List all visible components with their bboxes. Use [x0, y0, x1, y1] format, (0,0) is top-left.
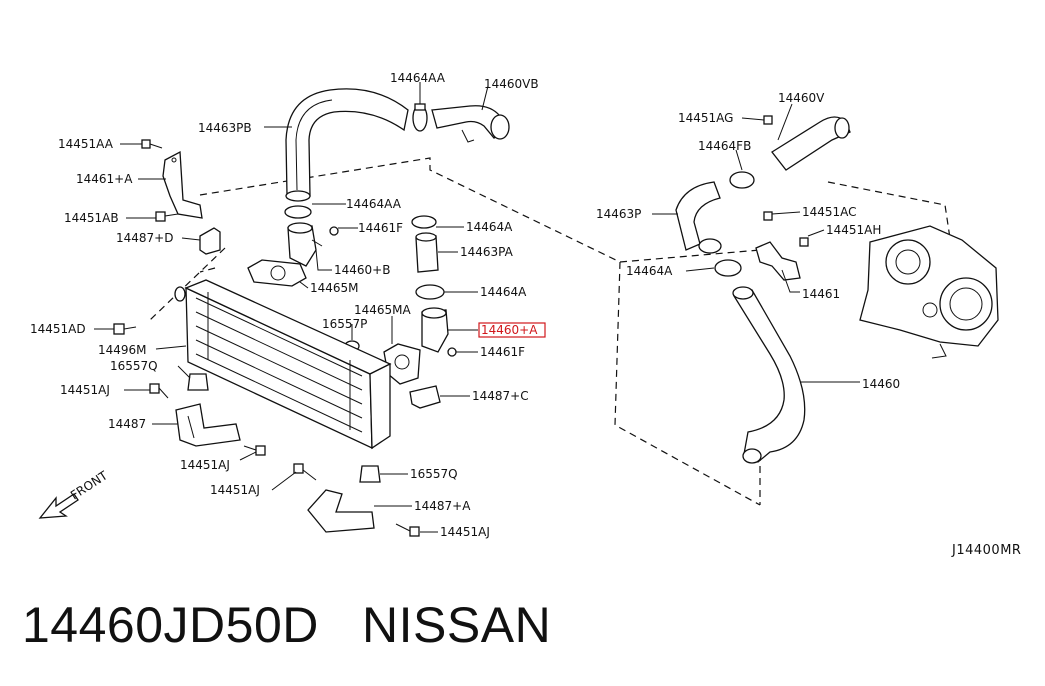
- label-14464A-mid: 14464A: [466, 220, 513, 234]
- bracket-14487: [175, 403, 241, 447]
- label-14487C: 14487+C: [472, 389, 529, 403]
- bolt-14451AH: [799, 237, 809, 247]
- elbow-14460B: [287, 222, 323, 267]
- label-14451AD: 14451AD: [30, 322, 86, 336]
- label-14464FB: 14464FB: [698, 139, 751, 153]
- label-14464AA-mid: 14464AA: [346, 197, 402, 211]
- label-14451AJ-c: 14451AJ: [210, 483, 260, 497]
- label-14451AB: 14451AB: [64, 211, 119, 225]
- label-14463PB: 14463PB: [198, 121, 252, 135]
- label-14463P: 14463P: [596, 207, 641, 221]
- elbow-14460A: [421, 307, 449, 353]
- bolt-14451AD: [113, 323, 137, 335]
- gasket-14465M: [247, 259, 307, 287]
- nut-14461F-top: [329, 226, 339, 236]
- label-14451AA: 14451AA: [58, 137, 114, 151]
- bolt-14451AJ-d: [395, 523, 420, 537]
- pipe-14460: [732, 286, 806, 464]
- turbocharger: [859, 225, 999, 359]
- label-14451AH: 14451AH: [826, 223, 881, 237]
- bolt-14451AA: [141, 139, 163, 149]
- bracket-14461A: [162, 150, 203, 219]
- label-14451AG: 14451AG: [678, 111, 733, 125]
- bolt-14451AJ-b: [243, 445, 266, 456]
- bolt-14451AJ-a: [149, 383, 169, 399]
- label-14465M: 14465M: [310, 281, 359, 295]
- bolt-14451AB: [155, 211, 179, 222]
- label-14461F-top: 14461F: [358, 221, 403, 235]
- label-14465MA: 14465MA: [354, 303, 412, 317]
- label-14460A-highlighted: 14460+A: [481, 323, 538, 337]
- label-16557P: 16557P: [322, 317, 367, 331]
- bracket-14487A: [307, 489, 375, 533]
- clamp-14464A-mid: [411, 215, 437, 229]
- clamp-14464FB: [729, 171, 755, 189]
- label-16557Q-left: 16557Q: [110, 359, 158, 373]
- nut-14461F-low: [447, 347, 457, 357]
- pipe-14460V: [771, 116, 851, 171]
- label-14460V: 14460V: [778, 91, 825, 105]
- label-14464A-right: 14464A: [626, 264, 673, 278]
- label-14496M: 14496M: [98, 343, 147, 357]
- label-14487: 14487: [108, 417, 146, 431]
- label-14451AC: 14451AC: [802, 205, 857, 219]
- bracket-14461: [755, 241, 801, 281]
- front-label: FRONT: [68, 468, 111, 502]
- bracket-14487C: [409, 385, 441, 409]
- clamp-14464A-low: [415, 284, 445, 300]
- parts-diagram: 14464AA 14460VB 14463PB 14451AA 14461+A …: [30, 71, 999, 539]
- label-14487A: 14487+A: [414, 499, 471, 513]
- bolt-14451AC: [763, 211, 773, 221]
- upper-intake-hose-14463PB: [285, 88, 409, 202]
- label-14461: 14461: [802, 287, 840, 301]
- grommet-16557Q-low: [359, 465, 381, 483]
- label-14464A-low: 14464A: [480, 285, 527, 299]
- clamp-14464AA-mid: [284, 205, 312, 219]
- label-14451AJ-a: 14451AJ: [60, 383, 110, 397]
- label-14460: 14460: [862, 377, 900, 391]
- label-14451AJ-b: 14451AJ: [180, 458, 230, 472]
- label-14461A: 14461+A: [76, 172, 133, 186]
- bolt-14451AJ-c: [293, 463, 317, 481]
- label-16557Q-low: 16557Q: [410, 467, 458, 481]
- part-labels: 14464AA 14460VB 14463PB 14451AA 14461+A …: [30, 71, 900, 539]
- label-14460VB: 14460VB: [484, 77, 539, 91]
- hose-14463P: [675, 181, 722, 254]
- grommet-16557Q-left: [187, 373, 209, 391]
- front-direction-indicator: FRONT: [38, 468, 111, 519]
- drawing-code: J14400MR: [952, 543, 1022, 558]
- label-14461F-low: 14461F: [480, 345, 525, 359]
- label-14464AA-top: 14464AA: [390, 71, 446, 85]
- label-14451AJ-d: 14451AJ: [440, 525, 490, 539]
- label-14460B: 14460+B: [334, 263, 390, 277]
- part-number-caption: 14460JD50D NISSAN: [22, 597, 552, 653]
- leader-lines: [94, 82, 860, 533]
- intercooler-14496M: [174, 279, 392, 450]
- bolt-14451AG: [763, 115, 773, 125]
- label-14463PA: 14463PA: [460, 245, 514, 259]
- clamp-14464A-right: [714, 259, 742, 277]
- bracket-14487D: [199, 227, 221, 255]
- label-14487D: 14487+D: [116, 231, 173, 245]
- hose-14463PA: [415, 232, 439, 273]
- highlight-box-14460A: [478, 322, 546, 338]
- clamp-14464AA-top: [412, 103, 428, 132]
- pipe-14460VB: [431, 105, 510, 143]
